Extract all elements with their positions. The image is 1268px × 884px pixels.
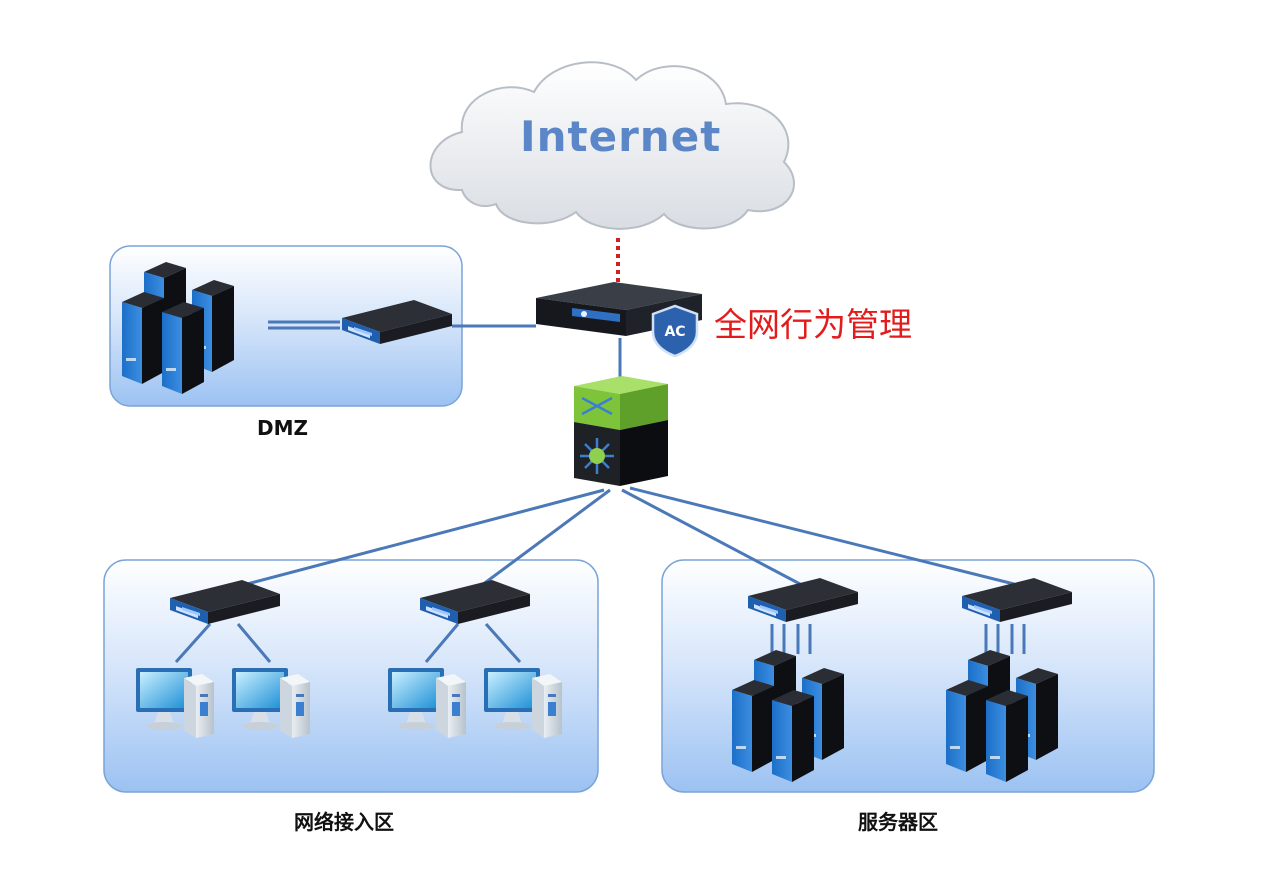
desktop-pc-icon bbox=[232, 668, 310, 738]
core-switch-icon bbox=[574, 376, 668, 486]
gateway-label: 全网行为管理 bbox=[714, 305, 912, 344]
dmz-label: DMZ bbox=[257, 416, 309, 440]
desktop-pc-icon bbox=[136, 668, 214, 738]
desktop-pc-icon bbox=[484, 668, 562, 738]
network-links bbox=[174, 320, 1015, 664]
desktop-pc-icon bbox=[388, 668, 466, 738]
access-zone-label: 网络接入区 bbox=[294, 810, 394, 834]
internet-label: Internet bbox=[520, 112, 722, 161]
link-core-server-2 bbox=[629, 486, 1015, 586]
shield-icon: AC bbox=[651, 304, 699, 358]
link-core-access-1 bbox=[231, 488, 605, 590]
link-core-access-2 bbox=[477, 488, 611, 590]
cloud-icon bbox=[429, 61, 795, 230]
ac-badge-text: AC bbox=[664, 324, 685, 340]
link-core-server-1 bbox=[621, 488, 801, 586]
server-zone-label: 服务器区 bbox=[858, 810, 938, 834]
